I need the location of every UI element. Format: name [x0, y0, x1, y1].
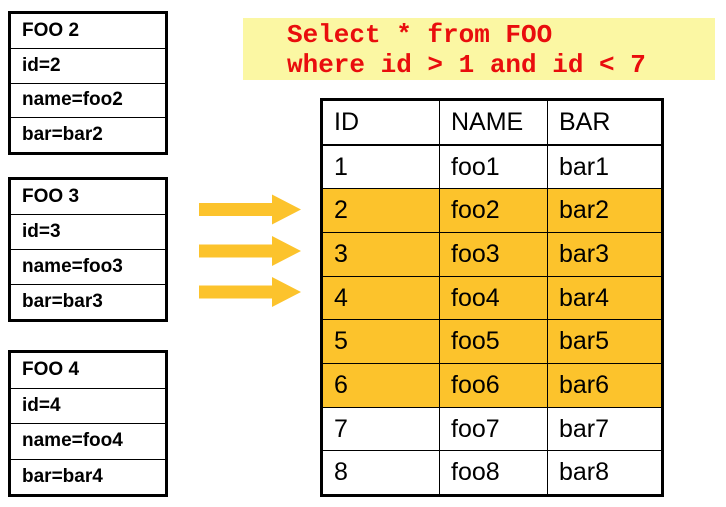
flow-arrows	[199, 194, 301, 307]
table-row: 1 foo1 bar1	[323, 145, 661, 190]
sql-query-line-2: where id > 1 and id < 7	[287, 50, 646, 80]
right-arrow-icon	[199, 236, 301, 266]
table-cell-name: foo3	[440, 233, 548, 276]
table-cell-id: 3	[323, 233, 440, 276]
table-cell-id: 7	[323, 407, 440, 451]
table-cell-id: 4	[323, 276, 440, 320]
table-row: 4 foo4 bar4	[323, 276, 661, 321]
record-field-bar: bar=bar2	[22, 124, 103, 146]
record-box-foo4: FOO 4 id=4 name=foo4 bar=bar4	[8, 350, 168, 497]
table-header-cell-bar: BAR	[559, 107, 611, 136]
record-field-bar: bar=bar3	[22, 291, 103, 312]
table-cell-name: foo6	[440, 364, 548, 407]
result-table: ID NAME BAR 1 foo1 bar1 2 foo2 bar2 3 fo…	[320, 98, 664, 497]
table-cell-bar: bar2	[559, 196, 610, 225]
record-field-id: id=2	[11, 49, 165, 84]
table-cell-id: 6	[323, 364, 440, 407]
table-cell-name: foo4	[440, 276, 548, 320]
record-field-id: id=4	[11, 389, 165, 424]
table-row: 3 foo3 bar3	[323, 233, 661, 277]
table-header-cell-id: ID	[323, 101, 440, 144]
table-row: 8 foo8 bar8	[323, 451, 661, 495]
table-cell-bar: bar3	[559, 239, 610, 268]
table-cell-name: foo2	[440, 189, 548, 233]
record-box-title: FOO 2	[11, 14, 165, 49]
table-header-row: ID NAME BAR	[323, 101, 661, 146]
record-box-foo2: FOO 2 id=2 name=foo2 bar=bar2	[8, 11, 168, 155]
record-field-name: name=foo3	[11, 250, 165, 285]
sql-query-box: Select * from FOO where id > 1 and id < …	[243, 18, 715, 80]
table-cell-name: foo5	[440, 320, 548, 364]
table-cell-bar: bar6	[559, 370, 610, 399]
right-arrow-icon	[199, 277, 301, 307]
table-row: 2 foo2 bar2	[323, 189, 661, 234]
record-field-name: name=foo4	[11, 424, 165, 460]
table-cell-name: foo8	[440, 451, 548, 495]
table-cell-id: 8	[323, 451, 440, 495]
record-box-title: FOO 3	[11, 180, 165, 215]
table-row: 7 foo7 bar7	[323, 407, 661, 452]
right-arrow-icon	[199, 194, 301, 225]
record-field-bar: bar=bar4	[22, 465, 103, 487]
table-header-cell-name: NAME	[440, 101, 548, 144]
record-box-foo3: FOO 3 id=3 name=foo3 bar=bar3	[8, 177, 168, 322]
table-cell-bar: bar7	[559, 414, 610, 443]
table-cell-id: 1	[323, 145, 440, 189]
table-cell-id: 5	[323, 320, 440, 364]
table-cell-bar: bar5	[559, 327, 610, 356]
table-cell-name: foo1	[440, 145, 548, 189]
record-field-id: id=3	[11, 215, 165, 250]
table-row: 5 foo5 bar5	[323, 320, 661, 365]
record-box-title: FOO 4	[11, 353, 165, 389]
table-cell-id: 2	[323, 189, 440, 233]
table-cell-bar: bar4	[559, 283, 610, 312]
table-row: 6 foo6 bar6	[323, 364, 661, 408]
table-cell-bar: bar8	[559, 458, 610, 487]
table-cell-bar: bar1	[559, 152, 610, 181]
sql-query-line-1: Select * from FOO	[287, 20, 553, 50]
table-cell-name: foo7	[440, 407, 548, 451]
record-field-name: name=foo2	[11, 84, 165, 119]
